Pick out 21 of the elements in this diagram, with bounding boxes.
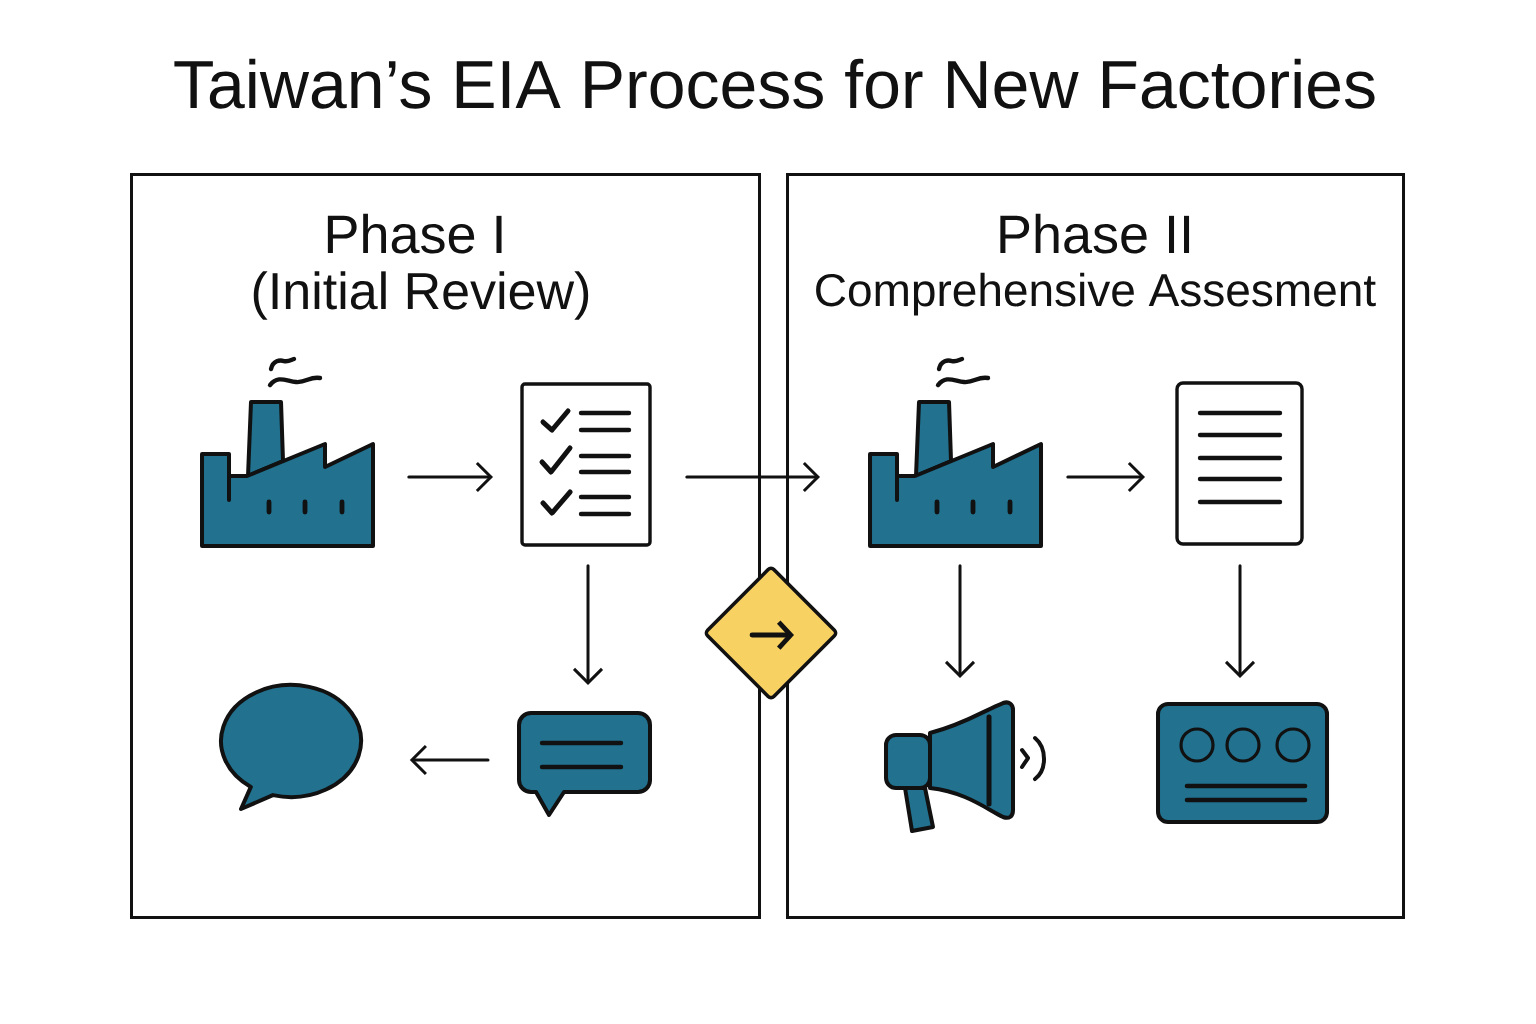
arrow: [944, 564, 976, 678]
arrow: [407, 461, 493, 493]
phase-subheading: (Initial Review): [253, 271, 589, 320]
arrow: [685, 461, 820, 493]
speech-bubble-icon: [219, 683, 363, 811]
arrow: [572, 564, 604, 685]
checklist-icon: [520, 382, 652, 547]
arrow: [1066, 461, 1145, 493]
phase-subheading: Comprehensive Assesment: [816, 272, 1376, 316]
factory-icon: [868, 356, 1043, 548]
phase-heading: Phase I: [327, 213, 502, 254]
diamond-arrow-sign: [704, 566, 838, 700]
arrow: [1224, 564, 1256, 678]
display-panel-icon: [1156, 702, 1329, 824]
factory-icon: [200, 356, 375, 548]
phase-heading: Phase II: [1000, 213, 1190, 254]
document-icon: [1175, 381, 1304, 546]
megaphone-icon: [884, 700, 1046, 833]
arrow: [409, 744, 490, 776]
chat-bubble-icon: [517, 711, 652, 817]
title: Taiwan’s EIA Process for New Factories: [174, 58, 1375, 109]
